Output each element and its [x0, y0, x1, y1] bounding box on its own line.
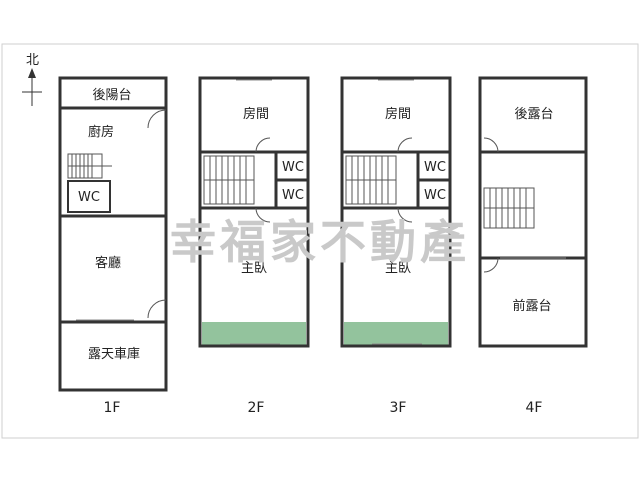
- room-label-wc: WC: [282, 188, 304, 203]
- room-label-master-bedroom: 主臥: [385, 261, 411, 276]
- floor-2f-green-balcony: [202, 322, 306, 346]
- floor-2f-plan: [198, 76, 310, 348]
- room-label-kitchen: 廚房: [88, 124, 114, 140]
- outer-frame: [1, 43, 639, 439]
- watermark-text: 幸福家不動產: [170, 215, 470, 269]
- room-label-bedroom: 房間: [243, 106, 269, 122]
- room-label-front-terrace: 前露台: [512, 298, 551, 314]
- floor-3f-plan: [340, 76, 452, 348]
- floor-label-3f: 3F: [390, 400, 407, 416]
- compass-north-label: 北: [26, 53, 39, 68]
- room-label-wc: WC: [424, 160, 446, 175]
- room-label-open-garage: 露天車庫: [88, 347, 140, 362]
- floor-label-1f: 1F: [104, 400, 121, 416]
- floor-3f-green-balcony: [344, 322, 448, 346]
- room-label-wc: WC: [424, 188, 446, 203]
- room-label-back-balcony: 後陽台: [92, 88, 131, 103]
- floor-1f-plan: [58, 76, 168, 392]
- room-label-back-terrace: 後露台: [514, 107, 553, 122]
- floor-label-2f: 2F: [248, 400, 265, 416]
- floor-label-4f: 4F: [526, 400, 543, 416]
- room-label-master-bedroom: 主臥: [241, 261, 267, 276]
- room-label-wc: WC: [78, 190, 100, 205]
- floor-4f-details: [483, 137, 566, 273]
- floor-3f-details: [345, 79, 422, 345]
- room-label-wc: WC: [282, 160, 304, 175]
- floor-1f-details: [67, 109, 167, 321]
- floor-2f-details: [203, 79, 280, 345]
- room-label-bedroom: 房間: [385, 106, 411, 122]
- compass-icon: [22, 68, 42, 106]
- room-label-living-room: 客廳: [95, 255, 121, 271]
